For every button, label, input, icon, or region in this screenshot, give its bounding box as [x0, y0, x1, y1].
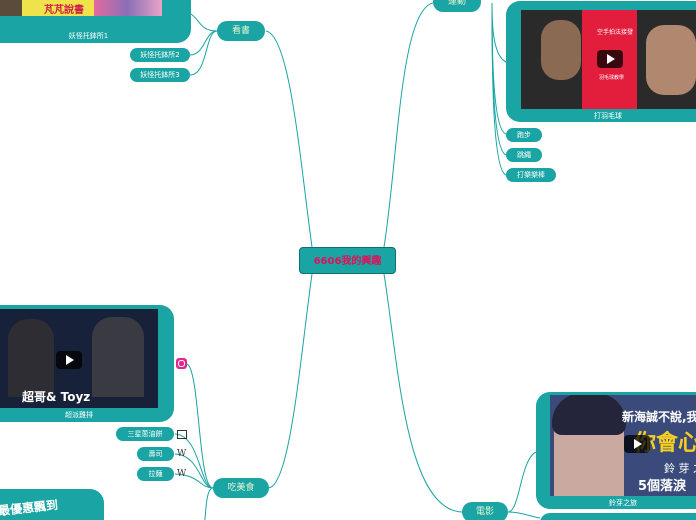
reading-item-3[interactable]: 妖怪托鉢所3: [130, 68, 190, 82]
food-video-title: 超哥& Toyz: [22, 390, 91, 404]
sports-item-3[interactable]: 跳繩: [506, 148, 542, 162]
line-to-reading: [265, 30, 313, 248]
sports-item-4[interactable]: 打樂樂棒: [506, 168, 556, 182]
poster-line-1: 新海誠不說,我: [622, 410, 696, 424]
movie-item-1-label: 鈴芽之旅: [609, 499, 637, 507]
line-to-food: [267, 273, 313, 489]
book-character-art: [0, 0, 22, 16]
poster-line-3: 鈴 芽 之: [664, 462, 696, 475]
hand-left-art: [541, 20, 581, 80]
book-art-text: 芃芃說書: [44, 5, 84, 16]
book-decor-art: [94, 0, 162, 16]
line-to-sports: [383, 2, 434, 248]
person-left-art: [8, 319, 54, 397]
play-icon[interactable]: [597, 50, 623, 68]
sports-video-card[interactable]: 空手拍法接發 羽毛球教學 打羽毛球: [506, 1, 696, 122]
movie-character-hair: [552, 395, 626, 435]
image-icon[interactable]: [177, 430, 187, 439]
movie-second-card[interactable]: [540, 513, 696, 520]
reading-image-card[interactable]: 芃芃說書 妖怪托鉢所1: [0, 0, 191, 43]
branch-movies[interactable]: 電影: [462, 502, 508, 520]
movie-video-card[interactable]: 新海誠不說,我 你會心 鈴 芽 之 5個落淚 鈴芽之旅: [536, 392, 696, 509]
sports-item-1-label: 打羽毛球: [594, 112, 622, 120]
food-video-thumbnail[interactable]: 超哥& Toyz: [0, 309, 158, 408]
instagram-icon[interactable]: [176, 358, 187, 369]
book-cover-image: 芃芃說書: [0, 0, 162, 16]
hand-right-art: [646, 25, 696, 95]
wikipedia-icon[interactable]: W: [177, 449, 187, 459]
branch-food[interactable]: 吃美食: [213, 478, 269, 498]
badminton-video-thumbnail[interactable]: 空手拍法接發 羽毛球教學: [521, 10, 696, 109]
sports-item-2[interactable]: 跑步: [506, 128, 542, 142]
reading-item-1-label: 妖怪托鉢所1: [68, 32, 109, 40]
food-item-1-label: 超派雞排: [65, 411, 93, 419]
person-right-art: [92, 317, 144, 397]
play-icon[interactable]: [624, 435, 650, 453]
movie-poster-thumbnail[interactable]: 新海誠不說,我 你會心 鈴 芽 之 5個落淚: [550, 395, 696, 496]
food-ad-image: 最優惠飄到: [0, 493, 96, 520]
food-item-3[interactable]: 壽司: [137, 447, 174, 461]
line-to-movies: [383, 273, 463, 513]
video-overlay-bottom: 羽毛球教學: [599, 75, 625, 81]
food-item-2[interactable]: 三星蔥油餅: [116, 427, 174, 441]
food-video-card[interactable]: 超哥& Toyz 超派雞排: [0, 305, 174, 422]
food-item-4[interactable]: 拉麵: [137, 467, 174, 481]
branch-reading[interactable]: 看書: [217, 21, 265, 41]
play-icon[interactable]: [56, 351, 82, 369]
food-ad-card[interactable]: 最優惠飄到: [0, 489, 104, 520]
video-overlay-top: 空手拍法接發: [597, 29, 634, 36]
poster-line-4: 5個落淚: [638, 479, 687, 494]
food-ad-text: 最優惠飄到: [0, 497, 59, 519]
reading-item-2[interactable]: 妖怪托鉢所2: [130, 48, 190, 62]
central-topic[interactable]: 6606我的興趣: [299, 247, 396, 274]
wikipedia-icon[interactable]: W: [177, 469, 187, 479]
branch-sports[interactable]: 運動: [433, 0, 481, 12]
